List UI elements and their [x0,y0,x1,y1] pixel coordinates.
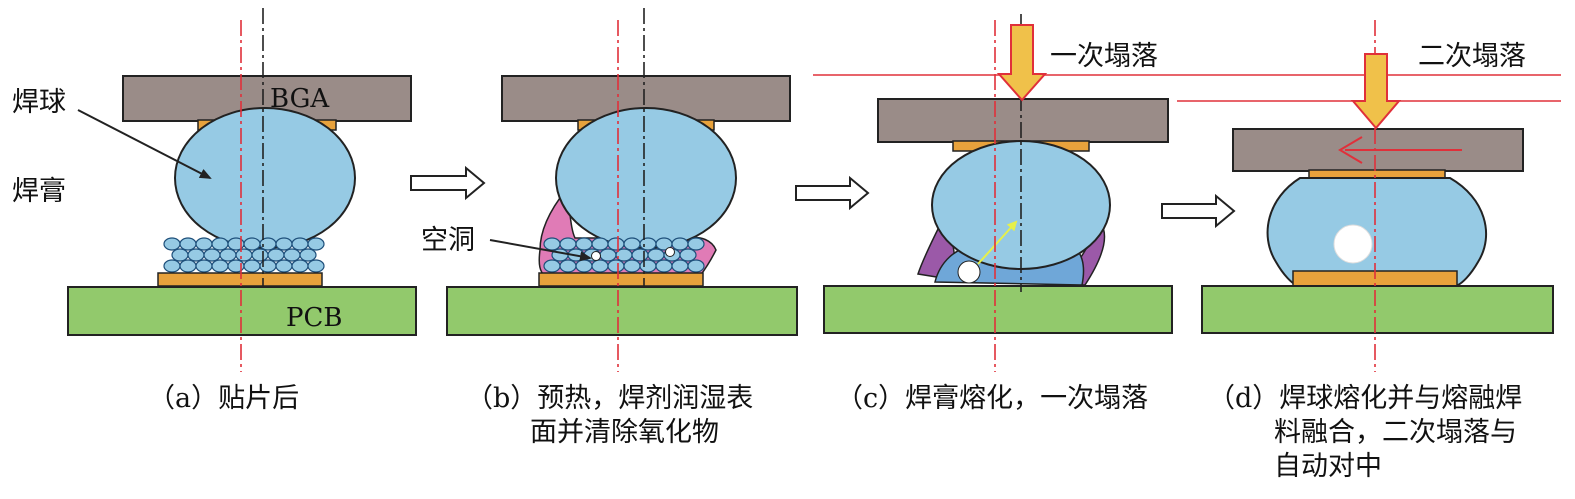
paste-particle [243,259,261,273]
solder-ball-pointer [77,109,212,179]
caption-line: （a）贴片后 [148,383,300,414]
solder-ball-label: 焊球 [12,87,66,118]
paste-particle [607,259,625,273]
paste-particle [195,259,213,273]
paste-particle [639,237,657,251]
panel-a [67,8,417,372]
self-align-arrowhead [1338,136,1363,164]
paste-particle [655,259,673,273]
caption-line: 自动对中 [1274,451,1382,482]
paste-particle [187,248,205,262]
void-bubble [1333,224,1373,264]
paste-particle [575,259,593,273]
panel-b [446,8,798,372]
paste-particle [291,237,309,251]
solder-ball [174,107,356,249]
panel-d [1177,20,1561,372]
merged-solder-joint [1266,177,1487,286]
paste-particle [299,248,317,262]
paste-particle [679,248,697,262]
bga-chip [877,98,1169,143]
bga-label: BGA [270,84,330,114]
solder-ball [555,107,737,249]
paste-particle [623,237,641,251]
paste-particle [559,259,577,273]
first-collapse-label: 一次塌落 [1050,41,1158,72]
paste-particle [275,237,293,251]
caption-line: （b）预热，焊剂润湿表 [466,383,754,414]
paste-particle [291,259,309,273]
paste-particle [195,237,213,251]
caption-line: 面并清除氧化物 [530,417,719,448]
paste-particle [179,237,197,251]
pcb-board [67,286,417,336]
pcb-pad [538,272,704,287]
void-small [591,251,601,261]
paste-particle [163,237,181,251]
paste-particle [307,259,325,273]
process-arrow-1 [410,165,486,201]
pcb-board [823,285,1173,334]
void-label: 空洞 [421,225,475,256]
caption-d: （d）焊球熔化并与熔融焊 料融合，二次塌落与 自动对中 [1208,382,1522,484]
caption-line: （d）焊球熔化并与熔融焊 [1208,383,1523,414]
caption-line: （c）焊膏熔化，一次塌落 [836,383,1149,414]
paste-particle [559,237,577,251]
paste-particle [267,248,285,262]
paste-particle [631,248,649,262]
paste-particle [591,259,609,273]
paste-particle [647,248,665,262]
paste-particle [543,259,561,273]
panel-c [813,14,1561,372]
paste-particle [243,237,261,251]
paste-particle [543,237,561,251]
second-collapse-label: 二次塌落 [1418,41,1526,72]
paste-particle [171,248,189,262]
void-pointer [489,239,592,262]
paste-particle [203,248,221,262]
paste-particle [275,259,293,273]
caption-b: （b）预热，焊剂润湿表 面并清除氧化物 [466,382,753,450]
paste-particle [599,248,617,262]
paste-particle [687,237,705,251]
pcb-board [1201,285,1554,334]
paste-particle [623,259,641,273]
pcb-label: PCB [286,303,343,333]
paste-particle [671,237,689,251]
collapse-arrow [1350,53,1402,130]
paste-particle [219,248,237,262]
solder-paste-particles [163,237,325,273]
solder-paste-particles [543,237,705,273]
collapse-arrow [996,24,1048,102]
caption-c: （c）焊膏熔化，一次塌落 [836,382,1148,416]
paste-particle [575,237,593,251]
paste-particle [179,259,197,273]
process-arrow-2 [795,175,870,211]
caption-line: 料融合，二次塌落与 [1274,417,1517,448]
void-bubble [957,260,981,284]
pcb-board [446,286,798,336]
paste-particle [687,259,705,273]
paste-particle [163,259,181,273]
bubble-motion-arrow [977,220,1018,265]
caption-a: （a）贴片后 [148,382,299,416]
pcb-pad [157,272,323,287]
solder-paste-label: 焊膏 [12,176,66,207]
paste-particle [671,259,689,273]
void-small [665,247,675,257]
paste-particle [283,248,301,262]
paste-particle [211,259,229,273]
paste-particle [235,248,253,262]
paste-particle [211,237,229,251]
paste-particle [639,259,657,273]
paste-particle [607,237,625,251]
paste-particle [591,237,609,251]
process-arrow-3 [1161,193,1236,229]
paste-particle [251,248,269,262]
paste-particle [307,237,325,251]
